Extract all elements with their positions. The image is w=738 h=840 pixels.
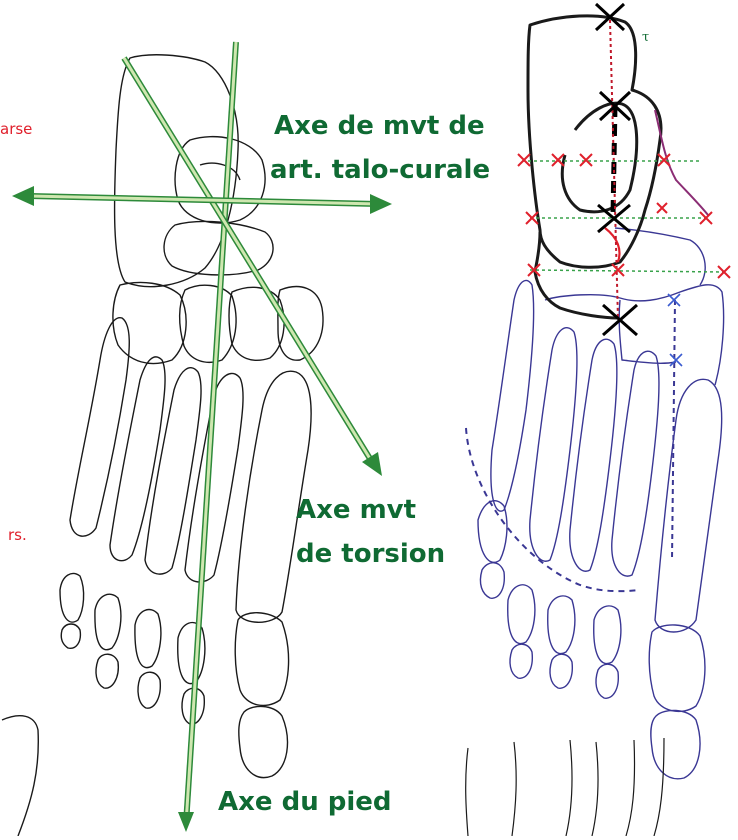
axe-torsion-label-line1: Axe mvt [296, 494, 416, 526]
tau-label: τ [642, 30, 649, 45]
cut-left-mid-label: rs. [8, 526, 27, 544]
axe-talo-label-line1: Axe de mvt de [274, 110, 485, 142]
foot-axis-arrowhead [178, 812, 194, 832]
right-tarsal-outline [528, 16, 661, 318]
red-joint-line [655, 110, 708, 215]
leg-lines [466, 738, 664, 836]
axe-torsion-label-line2: de torsion [296, 538, 445, 570]
green-dotted-line-3 [530, 270, 724, 272]
axe-pied-label: Axe du pied [218, 786, 392, 818]
partial-outline-left [2, 716, 38, 836]
talocrural-axis-arrowhead-left [12, 186, 34, 206]
red-x-markers [518, 154, 730, 278]
cut-left-top-label: arse [0, 120, 32, 138]
right-foot-skeleton [478, 228, 724, 779]
axe-talo-label-line2: art. talo-curale [270, 154, 490, 186]
talocrural-axis-arrowhead-right [370, 194, 392, 214]
